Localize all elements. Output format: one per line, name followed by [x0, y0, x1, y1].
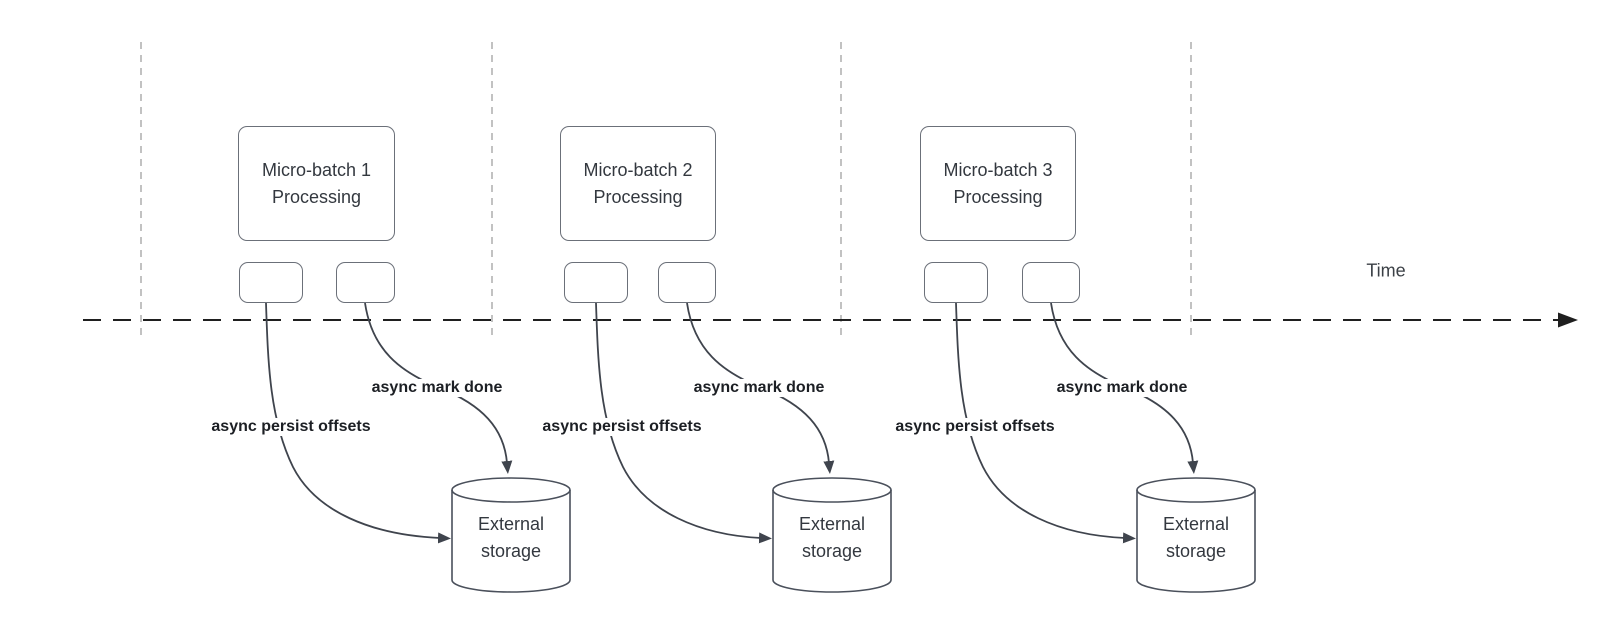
persist-offsets-arrow — [265, 302, 451, 544]
persist-offsets-task-box — [924, 262, 988, 303]
persist-offsets-task-box — [564, 262, 628, 303]
time-axis-label: Time — [1366, 260, 1406, 281]
persist-offsets-arrow — [955, 302, 1136, 544]
external-storage-label: External storage — [477, 514, 545, 561]
mark-done-task-box — [336, 262, 395, 303]
storage-cylinder-rim — [772, 489, 892, 503]
micro-batch-3-subtitle: Processing — [953, 186, 1043, 207]
mark-done-task-box — [658, 262, 716, 303]
storage-cylinders — [451, 477, 1256, 593]
storage-cylinder — [1136, 477, 1256, 593]
micro-batch-1-subtitle: Processing — [271, 186, 362, 207]
micro-batch-1-box: Micro-batch 1 Processing — [238, 126, 395, 241]
mark-done-label: async mark done — [690, 379, 828, 397]
micro-batch-1-title: Micro-batch 1 — [261, 159, 372, 180]
persist-offsets-label: async persist offsets — [539, 418, 705, 436]
mark-done-task-box — [1022, 262, 1080, 303]
micro-batch-3-box: Micro-batch 3 Processing — [920, 126, 1076, 241]
storage-cylinder-rim — [1136, 489, 1256, 503]
storage-cylinder — [772, 477, 892, 593]
micro-batch-3-title: Micro-batch 3 — [943, 159, 1053, 180]
micro-batch-2-subtitle: Processing — [593, 186, 683, 207]
mark-done-label: async mark done — [368, 379, 506, 397]
persist-offsets-task-box — [239, 262, 303, 303]
mark-done-label: async mark done — [1053, 379, 1191, 397]
micro-batch-2-title: Micro-batch 2 — [583, 159, 693, 180]
lane-dividers — [140, 42, 1192, 338]
external-storage-label: External storage — [1162, 514, 1230, 561]
persist-offsets-label: async persist offsets — [892, 418, 1058, 436]
external-storage-label: External storage — [798, 514, 866, 561]
persist-offsets-label: async persist offsets — [208, 418, 374, 436]
persist-offsets-arrow — [595, 302, 772, 544]
storage-cylinder — [451, 477, 571, 593]
micro-batch-2-box: Micro-batch 2 Processing — [560, 126, 716, 241]
storage-cylinder-rim — [451, 489, 571, 503]
